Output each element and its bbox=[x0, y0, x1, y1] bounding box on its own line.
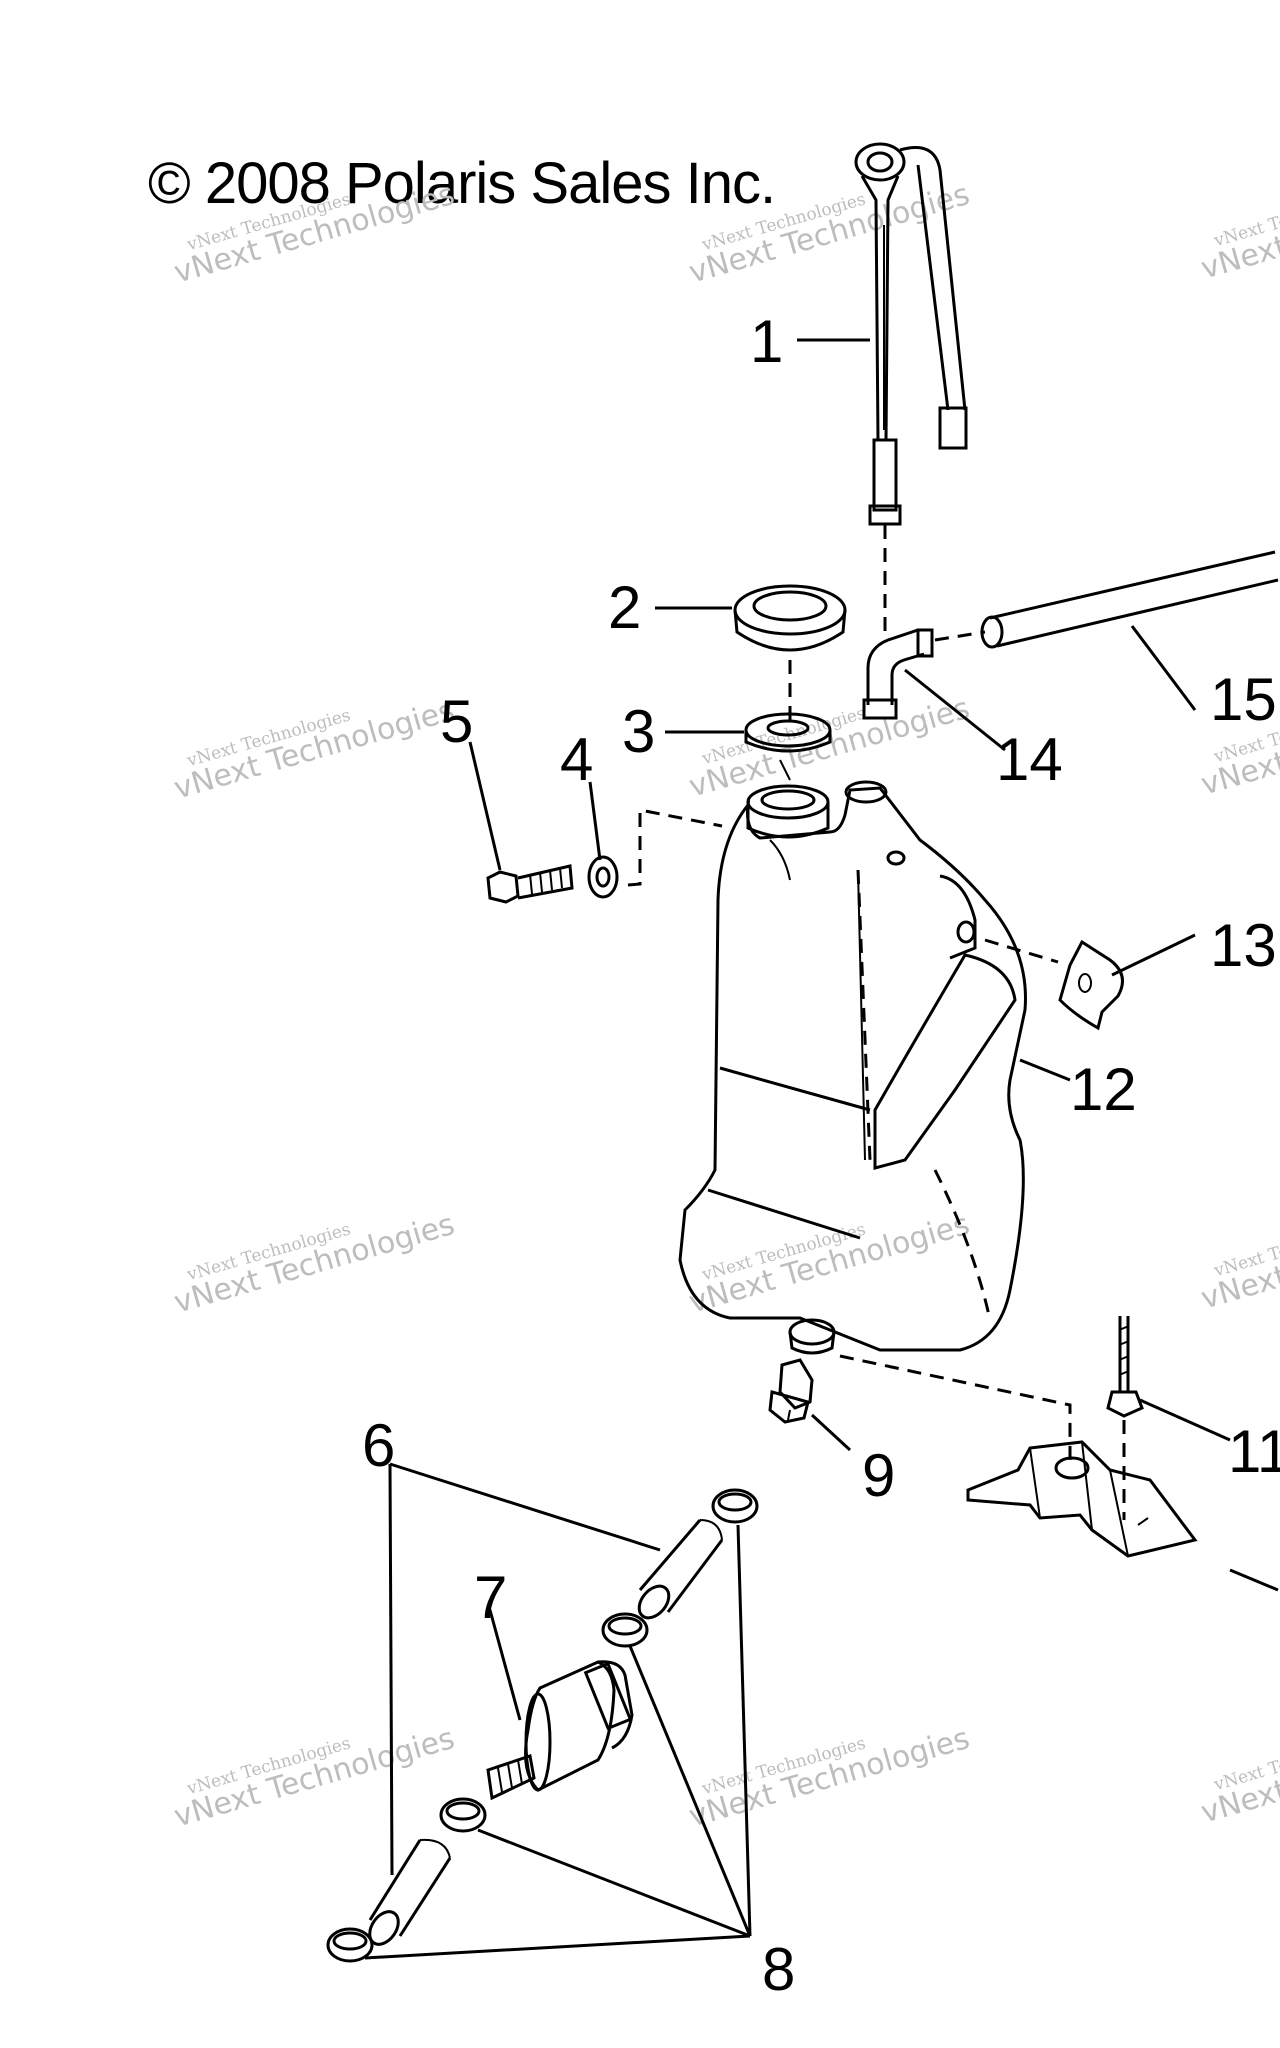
callout-7: 7 bbox=[474, 1564, 507, 1631]
part-bolt bbox=[486, 864, 574, 904]
callout-12: 12 bbox=[1070, 1056, 1137, 1123]
part-elbow-fitting bbox=[862, 628, 986, 720]
callout-11: 11 bbox=[1228, 1418, 1280, 1485]
callout-1: 1 bbox=[750, 308, 783, 375]
part-clip bbox=[984, 938, 1124, 1031]
callout-labels: 1 2 3 4 5 6 7 8 9 11 12 13 14 15 bbox=[362, 308, 1280, 2003]
callout-9: 9 bbox=[862, 1442, 895, 1509]
callout-6: 6 bbox=[362, 1412, 395, 1479]
callout-13: 13 bbox=[1210, 912, 1277, 979]
copyright-notice: © 2008 Polaris Sales Inc. bbox=[148, 151, 776, 216]
part-hose-upper bbox=[637, 1519, 724, 1620]
part-gasket bbox=[744, 712, 832, 753]
callout-3: 3 bbox=[622, 698, 655, 765]
part-mount-bolt bbox=[1106, 1316, 1144, 1520]
callout-15: 15 bbox=[1210, 666, 1277, 733]
part-drain-fitting bbox=[768, 1358, 814, 1424]
part-washer bbox=[587, 808, 723, 899]
callout-4: 4 bbox=[560, 726, 593, 793]
part-bracket bbox=[966, 1440, 1198, 1558]
callout-2: 2 bbox=[608, 574, 641, 641]
callout-14: 14 bbox=[996, 726, 1063, 793]
leader-lines bbox=[364, 338, 1279, 1960]
callout-5: 5 bbox=[440, 688, 473, 755]
part-hose-clamps bbox=[326, 1488, 759, 1963]
part-tank bbox=[678, 759, 1072, 1460]
callout-8: 8 bbox=[762, 1936, 795, 2003]
part-hose-lower bbox=[368, 1838, 452, 1946]
part-fill-cap bbox=[733, 584, 847, 720]
part-inline-filter bbox=[486, 1660, 634, 1801]
part-vent-hose bbox=[980, 550, 1279, 649]
part-dipstick-sender bbox=[854, 142, 968, 640]
